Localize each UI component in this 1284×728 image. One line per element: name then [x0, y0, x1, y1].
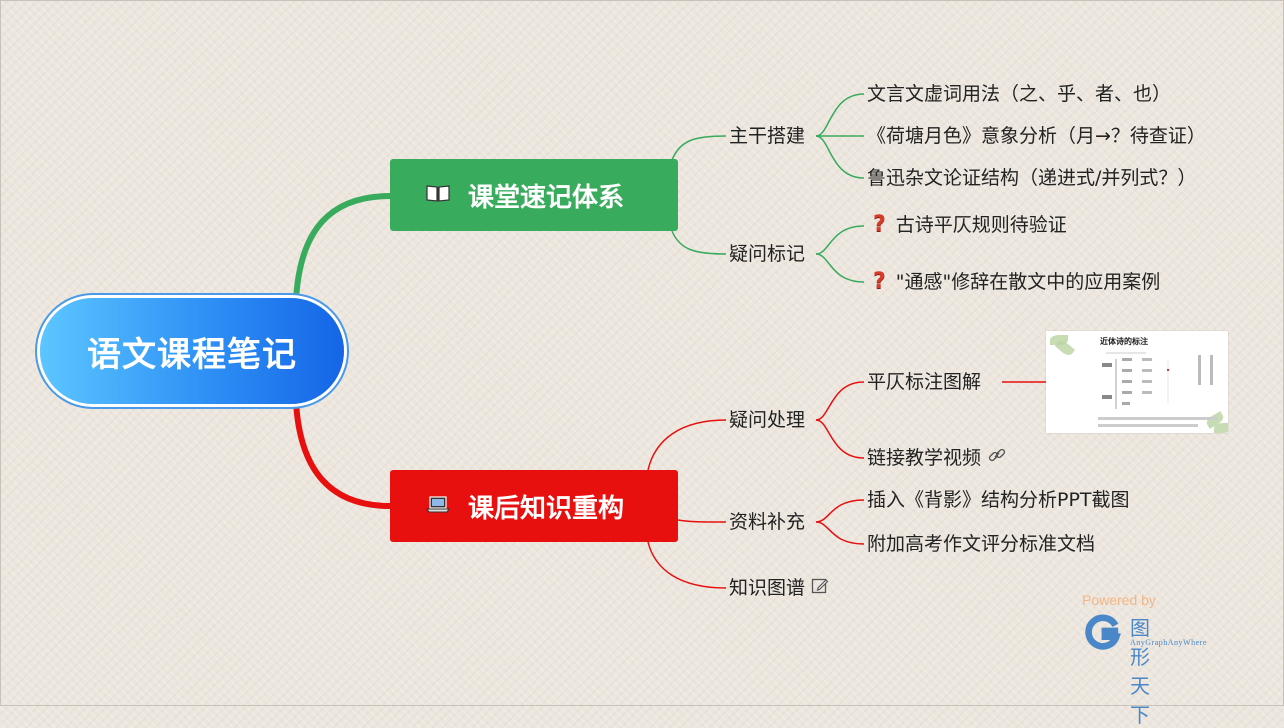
branch-afterclass-rebuild[interactable]: 课后知识重构 [390, 470, 678, 542]
powered-by-text: Powered by [1082, 592, 1156, 608]
branch-title: 课堂速记体系 [468, 182, 625, 213]
link-icon[interactable] [987, 445, 1007, 472]
leaf-node[interactable]: ? "通感"修辞在散文中的应用案例 [873, 269, 1160, 295]
brand-name: 图形天下 [1130, 616, 1152, 727]
leaf-label: 链接教学视频 [867, 447, 982, 469]
leaf-node[interactable]: 《荷塘月色》意象分析（月→？待查证） [867, 125, 1206, 147]
anygraph-logo-icon [1085, 614, 1121, 650]
sub-label: 知识图谱 [729, 577, 806, 599]
open-book-icon [426, 183, 450, 207]
leaf-node[interactable]: 附加高考作文评分标准文档 [867, 533, 1096, 555]
leaf-label: 古诗平仄规则待验证 [895, 214, 1067, 236]
link-red-sub2 [677, 519, 727, 523]
root-title: 语文课程笔记 [87, 334, 297, 375]
sub-node-main-structure[interactable]: 主干搭建 [729, 125, 806, 147]
brand-slogan: AnyGraphAnyWhere [1130, 638, 1207, 647]
laptop-icon [426, 494, 450, 518]
link-green-sub2 [671, 230, 727, 255]
question-mark-icon: ? [873, 269, 886, 294]
question-mark-icon: ? [873, 212, 886, 237]
leaf-node[interactable]: 文言文虚词用法（之、乎、者、也） [867, 83, 1172, 105]
leaf-node[interactable]: 插入《背影》结构分析PPT截图 [867, 489, 1130, 511]
root-node[interactable]: 语文课程笔记 [40, 298, 344, 404]
link-red-sub1 [647, 419, 727, 471]
image-content [1098, 352, 1218, 427]
leaf-node[interactable]: 平仄标注图解 [867, 371, 982, 393]
leaf-node[interactable]: 鲁迅杂文论证结构（递进式/并列式？） [867, 167, 1197, 189]
leaf-node[interactable]: 链接教学视频 [867, 445, 1007, 471]
leaf-node[interactable]: ? 古诗平仄规则待验证 [873, 212, 1067, 238]
sub-node-supplements[interactable]: 资料补充 [729, 511, 806, 533]
sub-node-question-handling[interactable]: 疑问处理 [729, 409, 806, 431]
sub-node-knowledge-graph[interactable]: 知识图谱 [729, 575, 829, 601]
link-root-green [293, 193, 391, 301]
edit-note-icon[interactable] [811, 576, 829, 602]
sub-node-question-marks[interactable]: 疑问标记 [729, 243, 806, 265]
branch-classroom-notes[interactable]: 课堂速记体系 [390, 159, 678, 231]
leaf-label: "通感"修辞在散文中的应用案例 [895, 271, 1161, 293]
powered-by-watermark: Powered by 图形天下 AnyGraphAnyWhere [1080, 592, 1206, 727]
branch-title: 课后知识重构 [468, 493, 625, 524]
link-root-red [293, 401, 391, 509]
link-red-sub3 [647, 541, 727, 589]
image-title: 近体诗的标注 [1100, 337, 1148, 346]
tonal-pattern-diagram-image[interactable]: 近体诗的标注 [1046, 331, 1228, 433]
connector-lines [293, 93, 1046, 589]
link-green-sub1 [671, 135, 727, 161]
